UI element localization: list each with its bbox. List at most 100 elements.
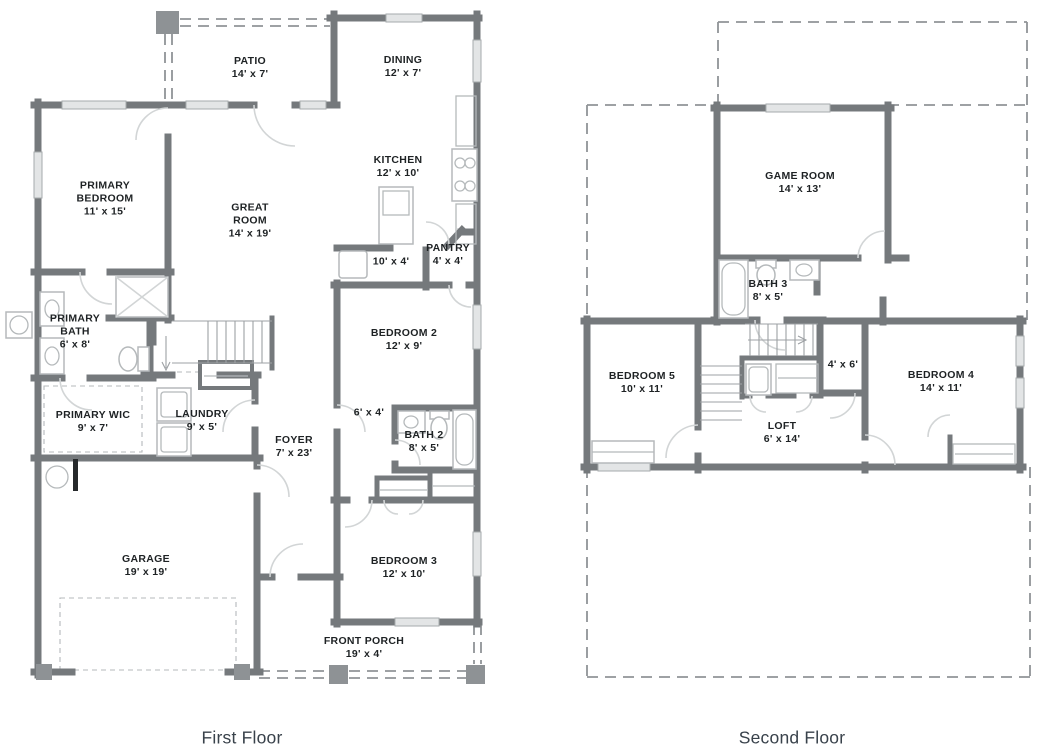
room-dims: 12' x 9' [385, 340, 423, 352]
room-name: PRIMARY BEDROOM [76, 179, 134, 205]
room-name: PRIMARY BATH [49, 312, 101, 338]
room-name: BEDROOM 4 [907, 368, 975, 381]
room-name: BATH 3 [748, 277, 788, 290]
room-name: BEDROOM 5 [608, 369, 676, 382]
room-dims: 11' x 15' [83, 205, 127, 218]
room-label-primary-wic: PRIMARY WIC 9' x 7' [54, 409, 132, 435]
first-floor-windows [33, 13, 482, 627]
water-heater [45, 465, 69, 489]
room-label-loft: LOFT 6' x 14' [742, 420, 822, 446]
room-dims: 8' x 5' [408, 442, 440, 454]
room-name: BEDROOM 2 [370, 326, 438, 339]
first-floor-doors [59, 104, 472, 578]
room-name: FOYER [275, 433, 313, 446]
vanity-sink [39, 291, 65, 327]
room-dims: 19' x 4' [345, 648, 383, 660]
room-label-foyer: FOYER 7' x 23' [249, 434, 339, 460]
bath2-vanity [397, 410, 426, 434]
porch-post [329, 665, 348, 684]
water-heater-closet [745, 363, 772, 396]
room-name: BEDROOM 3 [370, 554, 438, 567]
room-label-great-room: GREAT ROOM 14' x 19' [218, 201, 282, 240]
room-dims: 14' x 13' [778, 183, 822, 195]
room-label-laundry: LAUNDRY 9' x 5' [157, 408, 247, 434]
room-label-garage: GARAGE 19' x 19' [101, 553, 191, 579]
room-dims: 10' x 4' [372, 255, 410, 268]
second-floor-fixtures [591, 259, 1016, 465]
room-dims: 4' x 6' [827, 358, 859, 371]
room-label-dining: DINING 12' x 7' [358, 54, 448, 80]
room-label-bedroom-2: BEDROOM 2 12' x 9' [367, 327, 441, 353]
first-floor-plan [5, 10, 485, 684]
room-dims: 14' x 19' [228, 227, 272, 240]
vanity-sink [39, 337, 65, 375]
range [451, 148, 478, 202]
room-dims: 4' x 4' [432, 255, 464, 267]
hall-cabinet [338, 250, 368, 279]
room-dims: 12' x 10' [376, 167, 420, 179]
second-floor-stairs [700, 323, 818, 421]
wic-shelving-outline [43, 385, 143, 453]
kitchen-counter [455, 203, 477, 245]
linen-closet [775, 363, 819, 394]
bedroom4-closet-shelf [952, 443, 1016, 465]
room-dims: 14' x 11' [919, 382, 963, 394]
room-label-closet-4x6: 4' x 6' [808, 358, 878, 371]
room-dims: 19' x 19' [124, 566, 168, 578]
washer [156, 387, 192, 422]
stair-direction-arrow [161, 336, 171, 372]
kitchen-counter [455, 95, 477, 147]
room-name: DINING [383, 53, 423, 66]
room-label-hall-6x4: 6' x 4' [334, 406, 404, 419]
room-label-pantry: PANTRY 4' x 4' [413, 242, 483, 268]
second-floor-windows [597, 103, 1025, 472]
room-name: PRIMARY WIC [55, 408, 131, 421]
bath2-tub [452, 409, 477, 470]
second-floor-walls [580, 101, 1027, 474]
room-label-primary-bedroom: PRIMARY BEDROOM 11' x 15' [59, 179, 151, 218]
room-label-bath-3: BATH 3 8' x 5' [728, 278, 808, 304]
room-dims: 9' x 5' [186, 421, 218, 433]
room-dims: 14' x 7' [231, 68, 269, 80]
bath3-vanity [789, 259, 820, 281]
room-name: KITCHEN [373, 153, 423, 166]
second-floor-dashed-outlines [586, 21, 1031, 678]
patio-post [156, 11, 179, 34]
room-dims: 7' x 23' [275, 447, 313, 459]
room-label-bedroom-5: BEDROOM 5 10' x 11' [582, 370, 702, 396]
room-label-bath-2: BATH 2 8' x 5' [384, 429, 464, 455]
second-floor-doors [665, 230, 951, 466]
room-dims: 12' x 10' [382, 568, 426, 580]
room-dims: 10' x 11' [620, 383, 664, 395]
room-name: PATIO [233, 54, 267, 67]
room-dims: 9' x 7' [77, 422, 109, 434]
second-floor-plan [580, 21, 1031, 678]
toilet [137, 346, 150, 372]
room-dims: 6' x 4' [353, 406, 385, 419]
room-name: FRONT PORCH [323, 634, 405, 647]
porch-post [466, 665, 485, 684]
room-dims: 6' x 8' [59, 338, 91, 351]
first-floor-fixtures [5, 11, 485, 684]
room-dims: 12' x 7' [384, 67, 422, 79]
room-name: GARAGE [122, 552, 170, 565]
room-label-bedroom-4: BEDROOM 4 14' x 11' [881, 369, 1001, 395]
room-name: LAUNDRY [175, 407, 229, 420]
first-floor-caption: First Floor [201, 727, 283, 748]
room-label-game-room: GAME ROOM 14' x 13' [740, 170, 860, 196]
dryer [156, 422, 192, 457]
room-name: GREAT ROOM [231, 201, 269, 227]
room-label-bedroom-3: BEDROOM 3 12' x 10' [367, 555, 441, 581]
second-floor-caption: Second Floor [738, 727, 846, 748]
stair-direction-arrow [748, 335, 808, 345]
bath3-tub [718, 259, 749, 319]
room-dims: 8' x 5' [752, 291, 784, 303]
first-floor-dashed-outlines [43, 18, 482, 679]
room-label-patio: PATIO 14' x 7' [205, 55, 295, 81]
room-label-kitchen: KITCHEN 12' x 10' [353, 154, 443, 180]
room-label-primary-bath: PRIMARY BATH 6' x 8' [36, 312, 114, 351]
room-name: PANTRY [426, 241, 470, 254]
room-name: BATH 2 [404, 428, 444, 441]
